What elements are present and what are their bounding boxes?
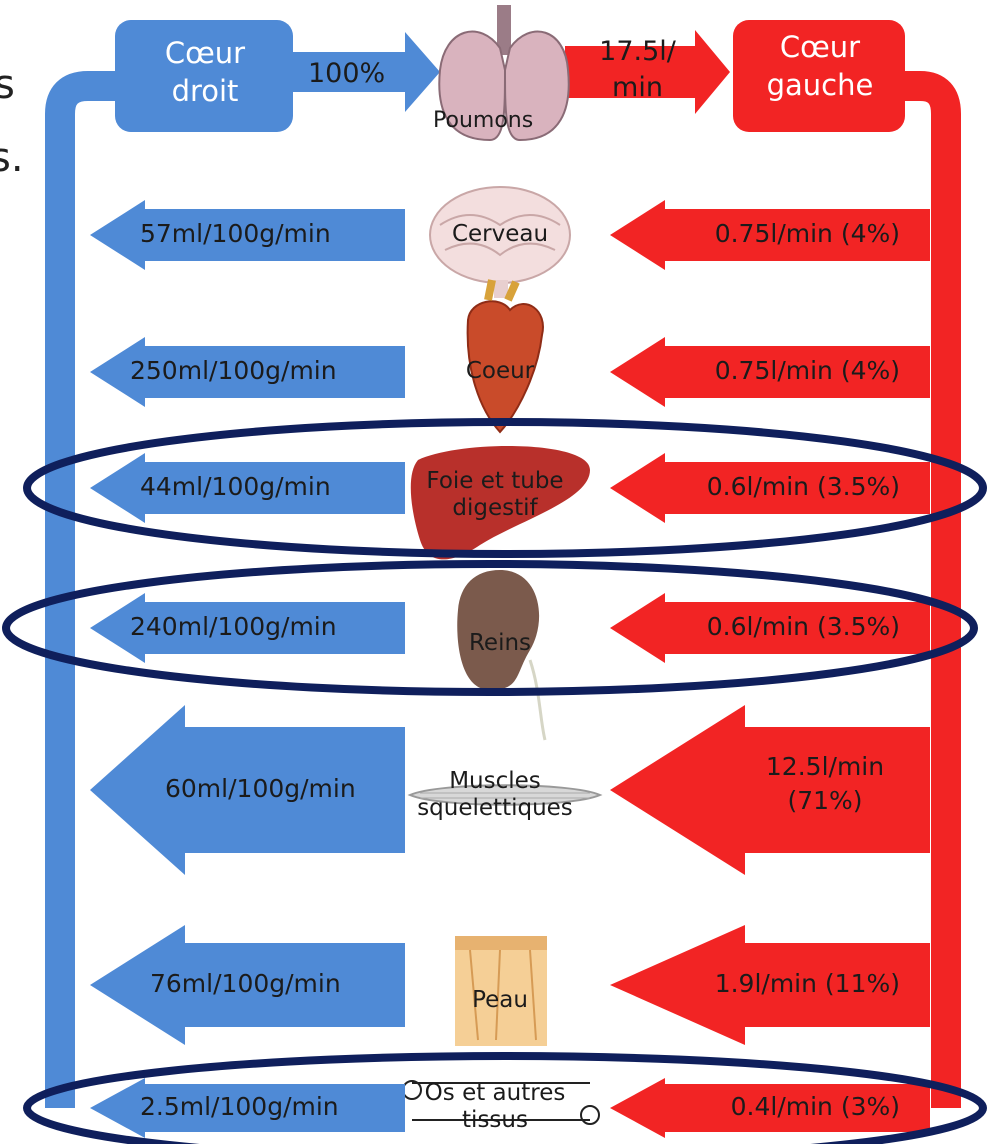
venous-flow-label: 57ml/100g/min [140, 219, 331, 248]
venous-arrow-5 [90, 705, 405, 875]
pulmonary-share-label: 100% [308, 58, 386, 89]
venous-return-path [45, 71, 125, 1108]
cropped-text-fragment-1: s [0, 62, 15, 108]
heart-icon [466, 279, 544, 434]
highlight-ring-3 [23, 418, 987, 558]
organ-name-label: Peau [472, 987, 528, 1013]
organ-name-label: Reins [468, 630, 532, 656]
arterial-supply-path [880, 71, 961, 1108]
arterial-arrow-1 [610, 200, 930, 270]
venous-arrow-6 [90, 925, 405, 1045]
lungs-label: Poumons [433, 108, 534, 133]
arterial-arrow-4 [610, 593, 930, 663]
pulmonary-vein-arrow [565, 30, 730, 114]
pulmonary-artery-arrow [292, 32, 440, 112]
arterial-arrow-3 [610, 453, 930, 523]
left-heart-box [733, 20, 905, 132]
venous-flow-label: 240ml/100g/min [130, 612, 337, 641]
right-heart-box [115, 20, 293, 132]
arterial-flow-label: 0.75l/min (4%) [714, 356, 900, 385]
venous-flow-label: 60ml/100g/min [165, 774, 356, 803]
arterial-flow-label: 1.9l/min (11%) [714, 969, 900, 998]
highlight-ring-4 [2, 560, 978, 696]
organ-name-label: Cerveau [451, 221, 549, 247]
arterial-arrow-7 [610, 1078, 930, 1138]
organ-name-label: Muscles squelettiques [417, 768, 573, 821]
venous-flow-label: 44ml/100g/min [140, 472, 331, 501]
arterial-arrow-5 [610, 705, 930, 875]
venous-flow-label: 2.5ml/100g/min [140, 1092, 339, 1121]
arterial-arrow-2 [610, 337, 930, 407]
skin-icon [455, 936, 547, 1046]
organ-name-label: Os et autres tissus [424, 1080, 566, 1133]
kidney-icon [457, 570, 547, 741]
arterial-flow-label: 0.6l/min (3.5%) [706, 612, 900, 641]
brain-icon [429, 186, 571, 298]
organ-name-label: Coeur [465, 358, 535, 384]
arterial-flow-label: 0.75l/min (4%) [714, 219, 900, 248]
venous-flow-label: 76ml/100g/min [150, 969, 341, 998]
right-heart-label: Cœur droit [164, 36, 246, 108]
venous-arrow-7 [90, 1078, 405, 1138]
venous-arrow-1 [90, 200, 405, 270]
pulmonary-flow-label: 17.5l/ min [599, 36, 676, 103]
cropped-text-fragment-2: s. [0, 135, 24, 181]
highlight-rings [2, 418, 987, 1144]
liver-icon [410, 446, 590, 560]
highlight-ring-7 [23, 1052, 987, 1144]
arterial-flow-label: 0.6l/min (3.5%) [706, 472, 900, 501]
arterial-arrow-6 [610, 925, 930, 1045]
lungs-icon [438, 5, 570, 142]
venous-arrow-3 [90, 453, 405, 523]
organ-rows [90, 200, 930, 1138]
arterial-flow-label: 0.4l/min (3%) [730, 1092, 900, 1121]
muscle-icon [407, 784, 603, 806]
organ-name-label: Foie et tube digestif [426, 468, 564, 521]
left-heart-label: Cœur gauche [766, 30, 874, 102]
venous-flow-label: 250ml/100g/min [130, 356, 337, 385]
venous-arrow-2 [90, 337, 405, 407]
arterial-flow-label: 12.5l/min (71%) [765, 752, 885, 815]
venous-arrow-4 [90, 593, 405, 663]
